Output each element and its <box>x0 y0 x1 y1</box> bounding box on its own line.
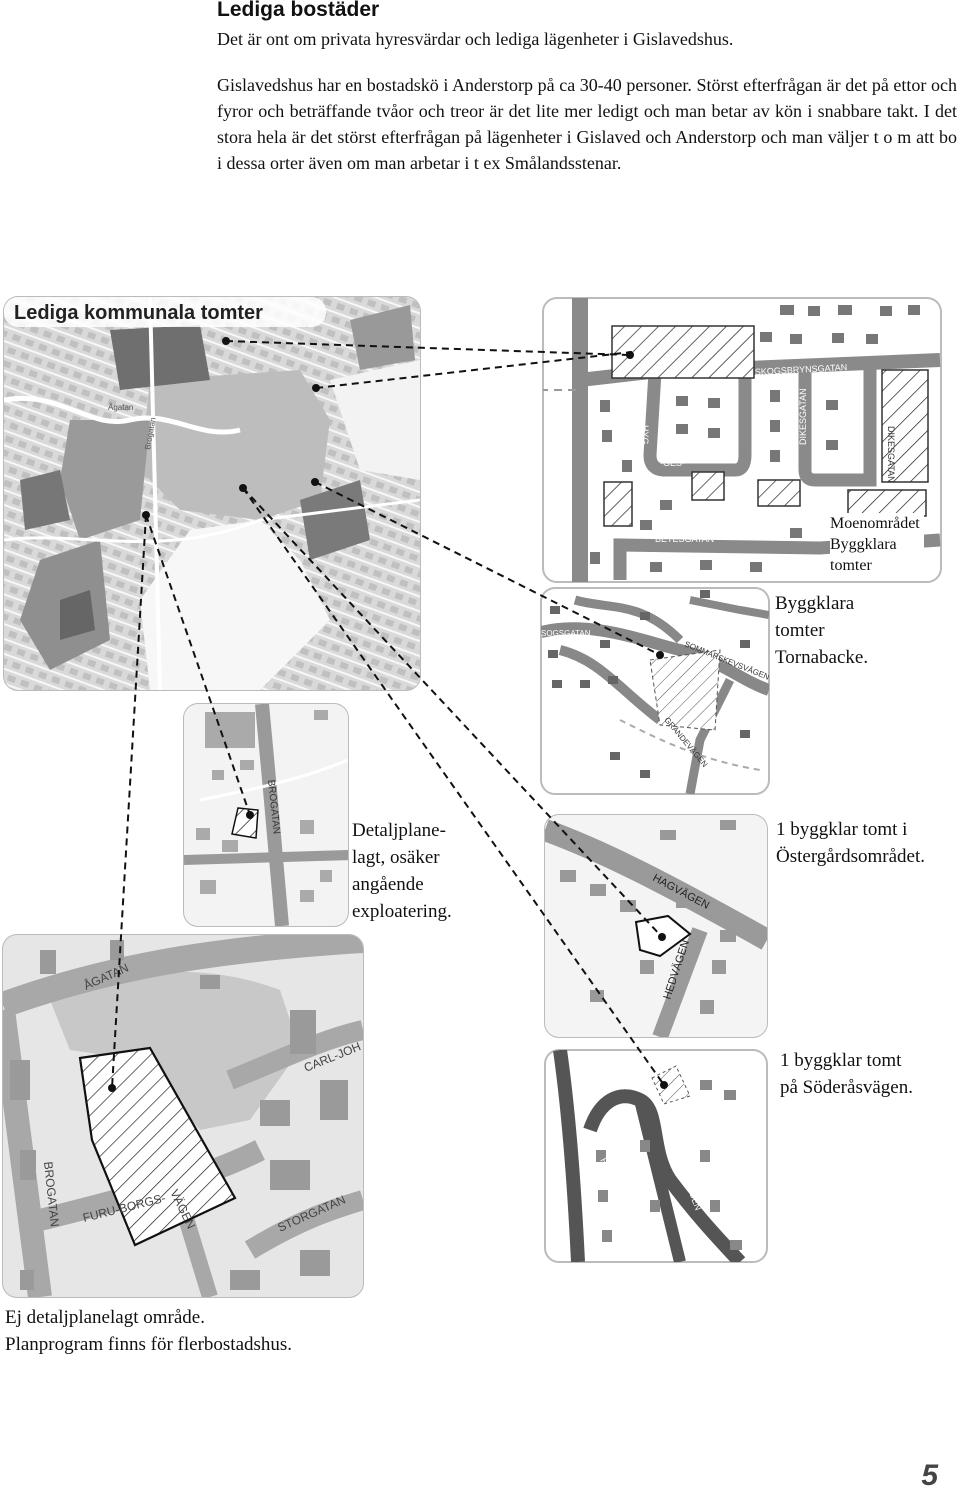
map-tornabacke: SOGSGATAN SOMMARSKEVSVÄGEN GRÄNDEVÄGEN <box>540 587 770 795</box>
section-title: Lediga bostäder <box>217 0 380 21</box>
leader-lines <box>111 340 665 1089</box>
body-text: Gislavedshus har en bostadskö i Andersto… <box>217 75 957 173</box>
page-number: 5 <box>921 1459 938 1492</box>
street-label: BROGATAN <box>41 1161 62 1228</box>
street-label: BETESGATAN <box>655 534 714 544</box>
street-label: DIKESGATAN <box>886 426 896 483</box>
caption-moen: Moenområdet Byggklara tomter <box>830 513 924 576</box>
svg-text:Ågatan: Ågatan <box>108 403 133 412</box>
map-soderas: SÖDERÅSVÄGEN HANTVERKARGATAN PILGATAN <box>544 1049 768 1263</box>
intro-text: Det är ont om privata hyresvärdar och le… <box>217 29 734 49</box>
caption-brogatan: Detaljplane- lagt, osäker angående explo… <box>352 820 452 922</box>
caption-soderas: 1 byggklar tomt på Söderåsvägen. <box>780 1050 913 1098</box>
caption-ostergard: 1 byggklar tomt i Östergårdsområdet. <box>776 819 925 867</box>
body-paragraph: Gislavedshus har en bostadskö i Andersto… <box>217 72 957 176</box>
street-label: SOGSGATAN <box>541 629 591 638</box>
caption-tornabacke: Byggklara tomter Tornabacke. <box>775 593 869 668</box>
street-label: GATAN <box>724 410 734 440</box>
caption-agatan: Ej detaljplanelagt område. Planprogram f… <box>5 1307 293 1355</box>
street-label: -GES- <box>660 458 685 468</box>
overview-map: Ågatan Brogatan Lediga kommunala tomter <box>3 296 421 691</box>
street-label: VÄGEN <box>562 543 572 575</box>
street-label: SKOGSBRYNSGATAN <box>755 362 848 377</box>
street-label: DIKESGATAN <box>798 388 808 445</box>
map-brogatan: BROGATAN <box>183 703 349 927</box>
street-label: HYG <box>640 425 650 445</box>
map-agatan: ÅGATAN CARL-JOH BROGATAN FURU-BORGS- VÄG… <box>2 934 364 1298</box>
leader-dots <box>108 337 668 1092</box>
overview-map-label: Lediga kommunala tomter <box>14 302 263 324</box>
